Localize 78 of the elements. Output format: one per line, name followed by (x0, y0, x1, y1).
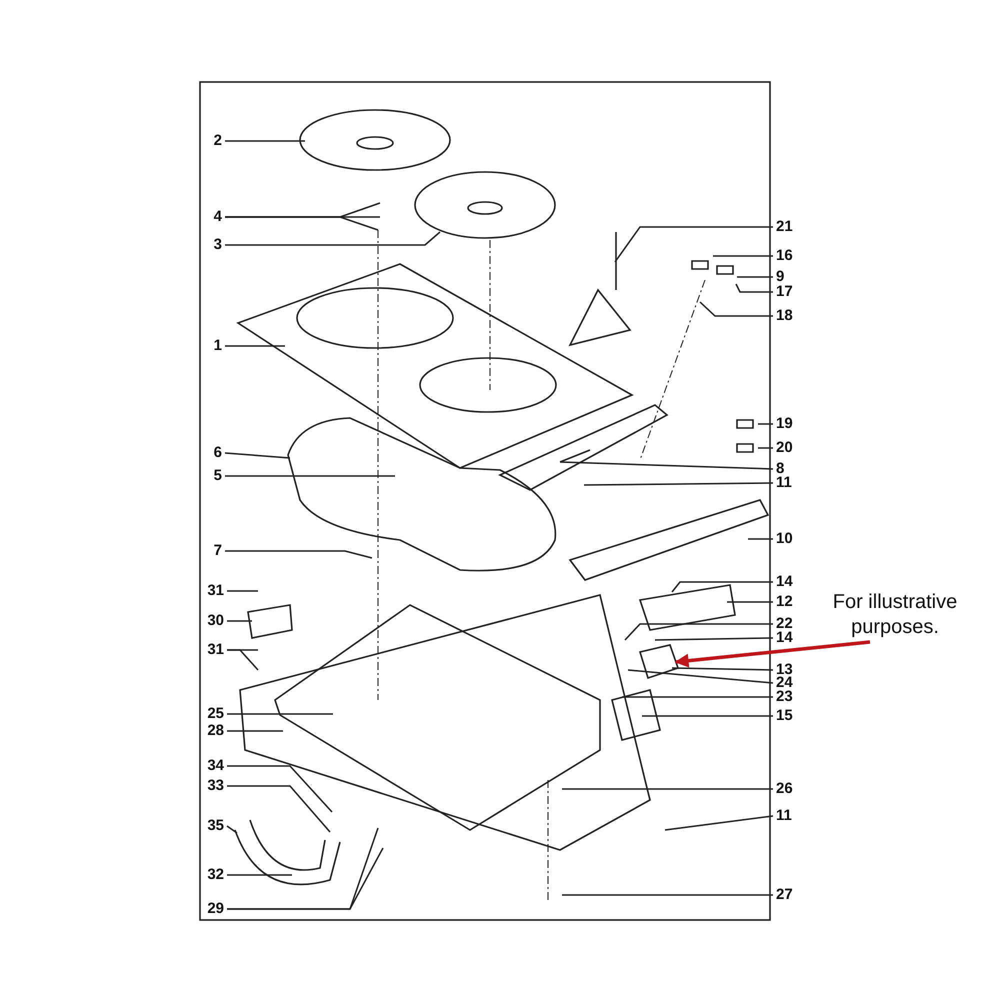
leader-line (614, 226, 773, 262)
callout-number: 12 (776, 594, 793, 610)
leader-line (758, 423, 773, 425)
callout-number: 31 (207, 642, 224, 658)
leader-line (672, 667, 774, 671)
callout-number: 2 (214, 133, 222, 149)
leader-line (737, 276, 773, 278)
callout-number: 15 (776, 708, 793, 724)
leader-line (628, 669, 774, 684)
callout-number: 22 (776, 616, 793, 632)
callout-number: 35 (207, 818, 224, 834)
callout-number: 14 (776, 630, 793, 646)
leader-line (227, 730, 283, 732)
leader-line (713, 255, 773, 257)
callout-number: 28 (207, 723, 224, 739)
callout-number: 8 (776, 461, 784, 477)
callout-number: 16 (776, 248, 793, 264)
leader-line (225, 216, 378, 231)
callout-number: 21 (776, 219, 793, 235)
leader-line (671, 581, 773, 592)
callout-number: 11 (776, 808, 792, 824)
leader-line (227, 620, 252, 622)
leader-line (227, 785, 331, 832)
callout-number: 32 (207, 867, 224, 883)
callout-number: 11 (776, 475, 792, 491)
leader-line (225, 345, 285, 347)
leader-line (727, 601, 773, 603)
callout-number: 7 (214, 543, 222, 559)
callout-number: 23 (776, 689, 793, 705)
leader-line (748, 538, 773, 540)
leader-line (654, 637, 774, 641)
callout-number: 19 (776, 416, 793, 432)
leader-line (227, 765, 333, 812)
callout-number: 34 (207, 758, 224, 774)
callout-number: 6 (214, 445, 222, 461)
callout-number: 29 (207, 901, 224, 917)
leader-line (224, 452, 290, 459)
callout-number: 18 (776, 308, 793, 324)
leader-line (699, 301, 773, 317)
callout-number: 25 (207, 706, 224, 722)
callout-number: 26 (776, 781, 793, 797)
arrow (674, 640, 870, 668)
leader-line (225, 550, 372, 559)
callout-number: 4 (214, 209, 222, 225)
leader-line (560, 461, 774, 470)
leader-line (758, 447, 773, 449)
leader-line (664, 815, 774, 831)
callout-number: 9 (776, 269, 784, 285)
callout-number: 30 (207, 613, 224, 629)
leader-line (227, 874, 292, 876)
leader-line (227, 649, 259, 670)
callout-number: 5 (214, 468, 222, 484)
leader-line (227, 713, 333, 715)
callout-number: 20 (776, 440, 793, 456)
callout-number: 17 (776, 284, 793, 300)
leader-line (225, 140, 305, 142)
callout-number: 1 (214, 338, 222, 354)
leader-line (624, 623, 773, 641)
leader-line (735, 284, 773, 293)
leader-line (227, 590, 258, 592)
leader-line (226, 825, 238, 834)
leader-line (642, 715, 773, 717)
callout-number: 10 (776, 531, 793, 547)
callout-number: 3 (214, 237, 222, 253)
leader-line (225, 475, 395, 477)
callout-number: 14 (776, 574, 793, 590)
callout-number: 27 (776, 887, 793, 903)
callout-number: 31 (207, 583, 224, 599)
note-text: For illustrative purposes. (810, 590, 980, 640)
leader-line (562, 788, 773, 790)
callout-number: 33 (207, 778, 224, 794)
callout-number: 24 (776, 675, 793, 691)
leader-line (562, 894, 773, 896)
leader-line (584, 482, 773, 486)
callout-number: 13 (776, 662, 793, 678)
leader-line (225, 231, 440, 246)
leader-line (227, 848, 384, 910)
leader-line (622, 696, 773, 698)
